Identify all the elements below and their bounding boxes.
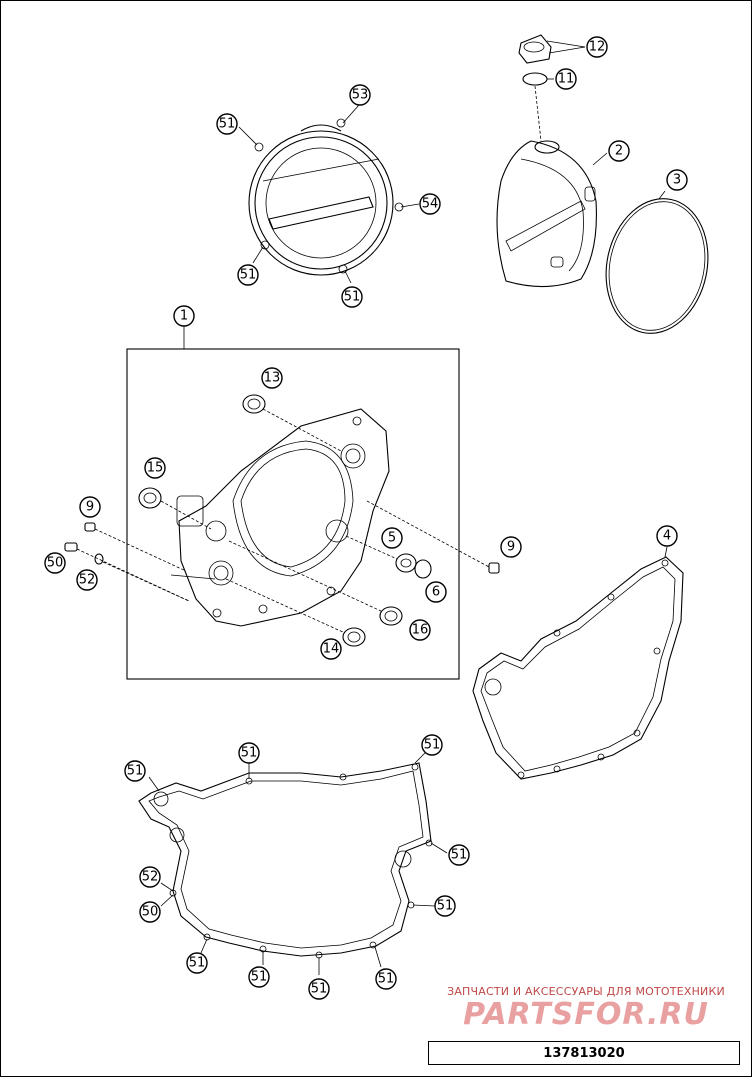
- callout-51-b: 51: [237, 264, 259, 286]
- callout-5: 5: [381, 527, 403, 549]
- callout-54-label: 54: [422, 197, 439, 212]
- callout-53: 53: [349, 84, 371, 106]
- shaft-seal-13: [242, 394, 266, 414]
- callout-50-bottom: 50: [139, 901, 161, 923]
- callout-14-label: 14: [323, 642, 340, 657]
- callout-51-h-label: 51: [437, 899, 454, 914]
- callout-52-left-label: 52: [79, 573, 96, 588]
- callout-16: 16: [409, 619, 431, 641]
- shaft-seal-15: [138, 487, 162, 509]
- callout-52-left: 52: [76, 569, 98, 591]
- callout-52-bottom-label: 52: [142, 870, 159, 885]
- callout-2: 2: [608, 140, 630, 162]
- callout-51-f-label: 51: [424, 738, 441, 753]
- leader-lines: [148, 40, 668, 975]
- callout-13-label: 13: [264, 371, 281, 386]
- callout-51-i: 51: [186, 952, 208, 974]
- washer-52-left: [94, 553, 104, 565]
- callout-54: 54: [419, 193, 441, 215]
- drawing-number-box: 137813020: [428, 1041, 740, 1065]
- bolt-50-left: [64, 542, 78, 552]
- callout-51-l: 51: [375, 968, 397, 990]
- callout-11-label: 11: [558, 72, 575, 87]
- circlip-6: [414, 559, 432, 579]
- oil-filler-plug: [518, 34, 552, 64]
- callout-3-label: 3: [673, 173, 681, 188]
- callout-6: 6: [425, 581, 447, 603]
- callout-51-c: 51: [341, 286, 363, 308]
- callout-2-label: 2: [615, 144, 623, 159]
- callout-4: 4: [656, 525, 678, 547]
- callout-12-label: 12: [589, 40, 606, 55]
- assembly-frame: [126, 348, 460, 680]
- shaft-seal-14: [342, 627, 366, 647]
- callout-9-right-label: 9: [507, 540, 515, 555]
- callout-50-left: 50: [44, 552, 66, 574]
- callout-51-d-label: 51: [127, 764, 144, 779]
- callout-5-label: 5: [388, 531, 396, 546]
- crankcase-outline: [138, 762, 433, 959]
- bearing-16: [379, 606, 403, 626]
- callout-15-label: 15: [147, 461, 164, 476]
- callout-6-label: 6: [432, 585, 440, 600]
- callout-9-left: 9: [79, 496, 101, 518]
- watermark-caption: ЗАПЧАСТИ И АКСЕССУАРЫ ДЛЯ МОТОТЕХНИКИ: [447, 985, 725, 998]
- o-ring-small: [522, 72, 548, 86]
- callout-3: 3: [666, 169, 688, 191]
- callout-53-label: 53: [352, 88, 369, 103]
- callout-12: 12: [586, 36, 608, 58]
- callout-51-g-label: 51: [451, 848, 468, 863]
- bolt-9-right: [488, 562, 500, 574]
- callout-15: 15: [144, 457, 166, 479]
- callout-51-d: 51: [124, 760, 146, 782]
- callout-51-e-label: 51: [241, 746, 258, 761]
- drawing-number: 137813020: [543, 1045, 625, 1061]
- callout-51-k-label: 51: [311, 982, 328, 997]
- bearing-5: [395, 553, 417, 573]
- callout-9-left-label: 9: [86, 500, 94, 515]
- outer-clutch-cover: [248, 118, 404, 276]
- callout-51-a: 51: [216, 113, 238, 135]
- callout-11: 11: [555, 68, 577, 90]
- callout-16-label: 16: [412, 623, 429, 638]
- callout-51-j: 51: [248, 966, 270, 988]
- callout-51-c-label: 51: [344, 290, 361, 305]
- callout-50-bottom-label: 50: [142, 905, 159, 920]
- clutch-cover-gasket: [472, 556, 684, 780]
- o-ring-large: [605, 198, 709, 334]
- callout-1-label: 1: [180, 309, 188, 324]
- callout-1: 1: [173, 305, 195, 327]
- callout-51-i-label: 51: [189, 956, 206, 971]
- callout-51-e: 51: [238, 742, 260, 764]
- callout-51-a-label: 51: [219, 117, 236, 132]
- callout-52-bottom: 52: [139, 866, 161, 888]
- watermark-logo: PARTSFOR.RU: [463, 997, 709, 1032]
- callout-51-b-label: 51: [240, 268, 257, 283]
- callout-51-f: 51: [421, 734, 443, 756]
- callout-51-l-label: 51: [378, 972, 395, 987]
- callout-50-left-label: 50: [47, 556, 64, 571]
- callout-51-j-label: 51: [251, 970, 268, 985]
- callout-13: 13: [261, 367, 283, 389]
- bolt-9-left: [84, 522, 96, 532]
- clutch-cover-casting: [176, 408, 390, 627]
- callout-14: 14: [320, 638, 342, 660]
- callout-4-label: 4: [663, 529, 671, 544]
- callout-51-g: 51: [448, 844, 470, 866]
- inner-clutch-cover: [496, 140, 597, 288]
- callout-9-right: 9: [500, 536, 522, 558]
- callout-51-k: 51: [308, 978, 330, 1000]
- callout-51-h: 51: [434, 895, 456, 917]
